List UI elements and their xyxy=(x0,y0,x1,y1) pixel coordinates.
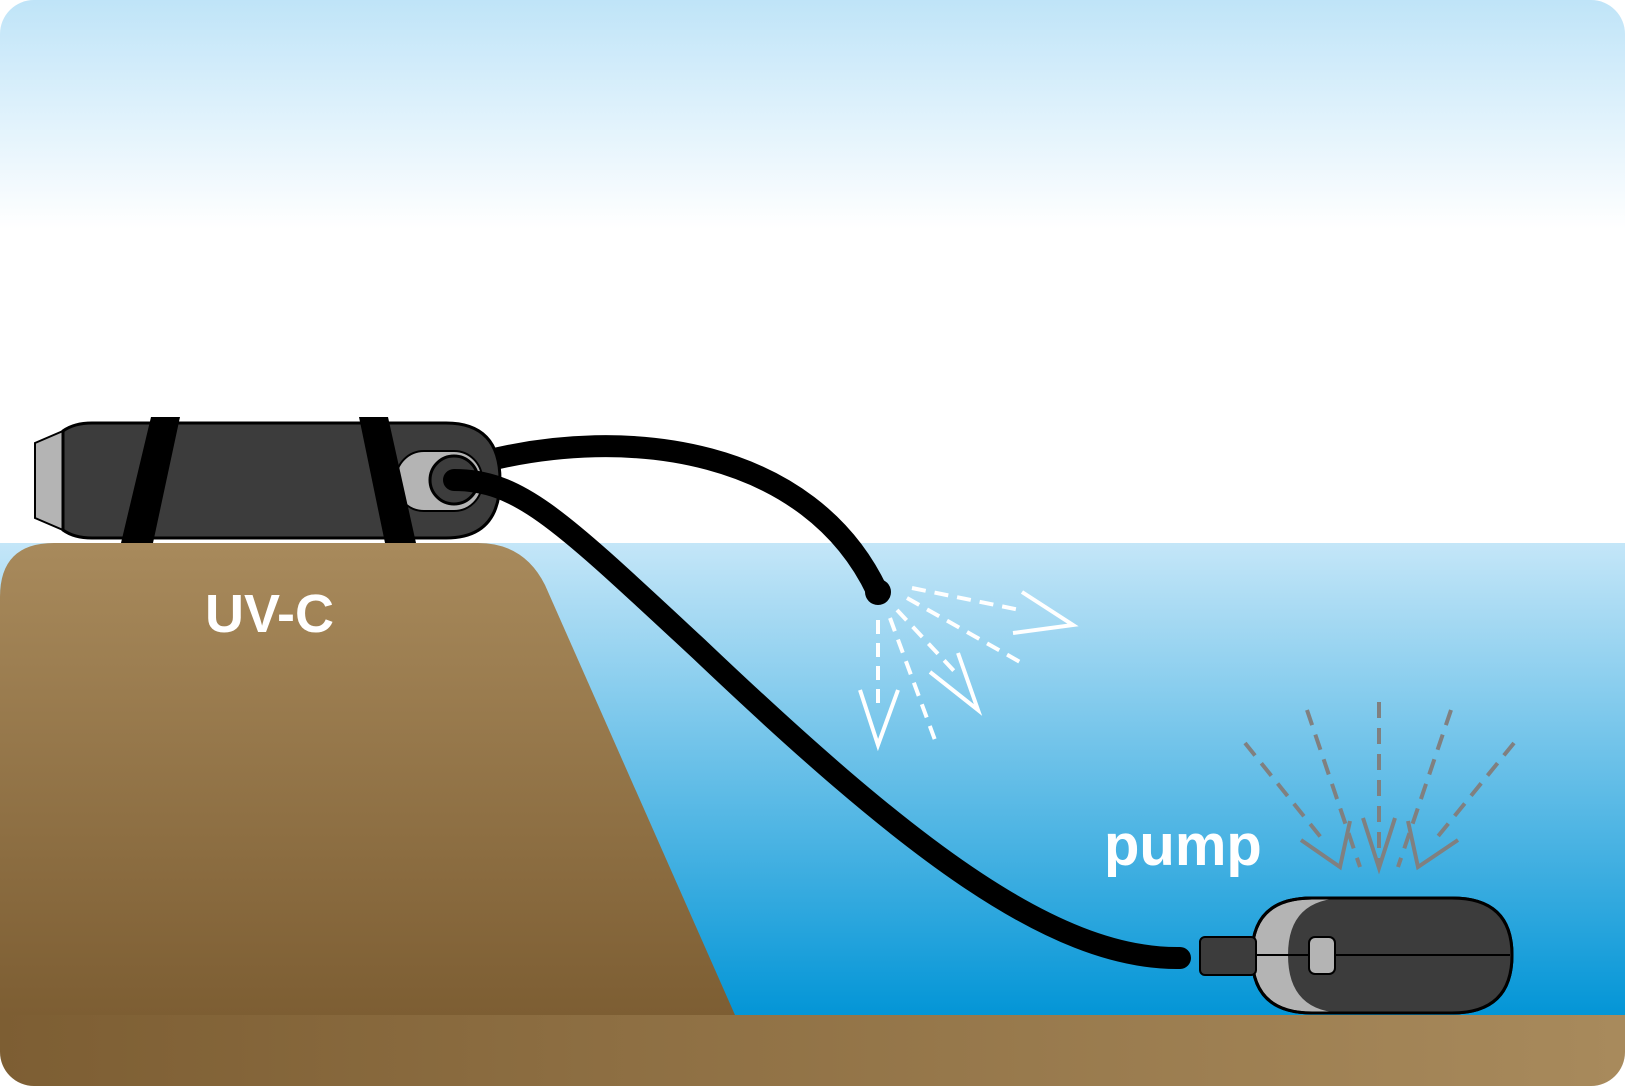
uv-c-lamp-strap xyxy=(121,417,180,543)
uv-c-lamp-strap xyxy=(359,417,416,543)
outlet-hose xyxy=(467,435,888,602)
pond-floor xyxy=(0,1015,1625,1086)
suction-in-arrowheads xyxy=(1299,817,1460,875)
pump-label: pump xyxy=(1104,813,1262,878)
pump-switch xyxy=(1308,936,1336,975)
uv-c-lamp-cap xyxy=(34,429,64,532)
suction-in-arrows xyxy=(1243,702,1516,868)
spray-out-arrowheads xyxy=(858,590,1079,752)
pump-hose-connector xyxy=(1199,936,1257,976)
spray-nozzle xyxy=(865,579,891,605)
submersible-pump-icon xyxy=(1199,896,1514,1015)
uv-c-label: UV-C xyxy=(205,584,334,644)
spray-out-arrows xyxy=(876,586,1021,741)
pump-body-outline xyxy=(1250,896,1514,1015)
inlet-hose xyxy=(443,469,1191,970)
uv-c-lamp-icon xyxy=(34,417,502,543)
soil-bank xyxy=(0,543,735,1015)
